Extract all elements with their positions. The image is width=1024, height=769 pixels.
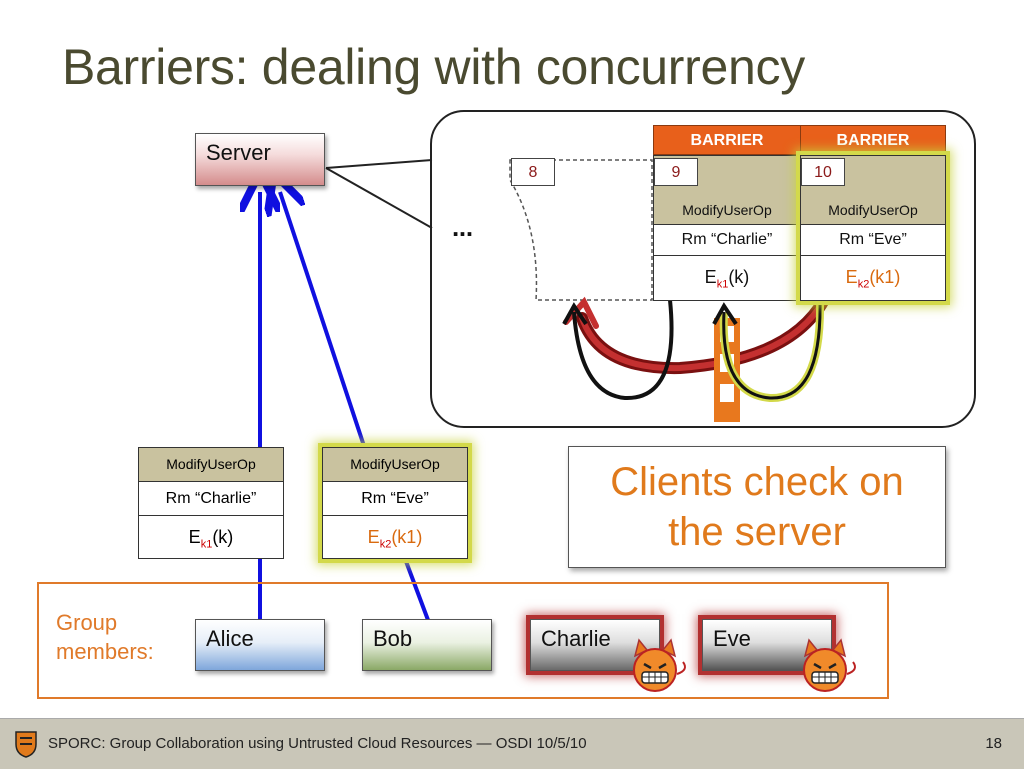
slide-footer: SPORC: Group Collaboration using Untrust… xyxy=(0,718,1024,769)
log-entry-10-enc: Ek2(k1) xyxy=(845,267,901,291)
log-entry-10-action: Rm “Eve” xyxy=(801,225,945,256)
op-card-alice: ModifyUserOp Rm “Charlie” Ek1(k) xyxy=(138,447,284,559)
entry-8-placeholder xyxy=(509,159,653,301)
barrier-header-9: BARRIER xyxy=(653,125,801,155)
log-entry-10-op: ModifyUserOp xyxy=(828,202,918,218)
barrier-header-10: BARRIER xyxy=(800,125,946,155)
red-arrow-head xyxy=(563,296,599,329)
log-entry-9-op: ModifyUserOp xyxy=(682,202,772,218)
callout-line-2: the server xyxy=(668,510,846,554)
server-box: Server xyxy=(195,133,325,186)
seq-number-8: 8 xyxy=(511,158,555,186)
member-bob: Bob xyxy=(362,619,492,671)
callout-line-1: Clients check on xyxy=(610,460,904,504)
log-entry-9-enc: Ek1(k) xyxy=(704,267,750,291)
page-title: Barriers: dealing with concurrency xyxy=(62,39,805,95)
seq-number-9: 9 xyxy=(654,158,698,186)
op-card-bob-action: Rm “Eve” xyxy=(323,482,467,516)
bob-op-to-server-arrow xyxy=(280,192,366,447)
footer-text: SPORC: Group Collaboration using Untrust… xyxy=(48,735,587,752)
page-number: 18 xyxy=(985,735,1002,752)
seq-number-10: 10 xyxy=(801,158,845,186)
op-card-alice-enc: Ek1(k) xyxy=(188,527,234,551)
entry9-to-8-arrow xyxy=(572,299,674,401)
group-label-line-2: members: xyxy=(56,639,154,664)
op-card-bob: ModifyUserOp Rm “Eve” Ek2(k1) xyxy=(322,447,468,559)
member-alice: Alice xyxy=(195,619,325,671)
op-card-bob-enc: Ek2(k1) xyxy=(367,527,423,551)
group-label-line-1: Group xyxy=(56,610,118,635)
log-ellipsis: ... xyxy=(452,212,473,242)
log-entry-9-action: Rm “Charlie” xyxy=(654,225,800,256)
group-members-frame xyxy=(37,582,889,699)
op-card-alice-op: ModifyUserOp xyxy=(139,448,283,482)
princeton-shield-icon xyxy=(15,731,37,758)
barrier-red-arrow-inner xyxy=(579,297,827,372)
group-label: Group members: xyxy=(56,608,154,666)
bubble-pointer xyxy=(325,159,433,169)
devil-face-icon xyxy=(803,638,856,692)
bob-to-op-line xyxy=(402,555,430,621)
log-entry-9: ModifyUserOp Rm “Charlie” Ek1(k) xyxy=(653,155,801,301)
bubble-pointer-lower xyxy=(325,167,433,229)
clients-check-callout: Clients check on the server xyxy=(568,446,946,568)
op-card-bob-op: ModifyUserOp xyxy=(323,448,467,482)
op-card-alice-action: Rm “Charlie” xyxy=(139,482,283,516)
devil-face-icon xyxy=(633,638,686,692)
